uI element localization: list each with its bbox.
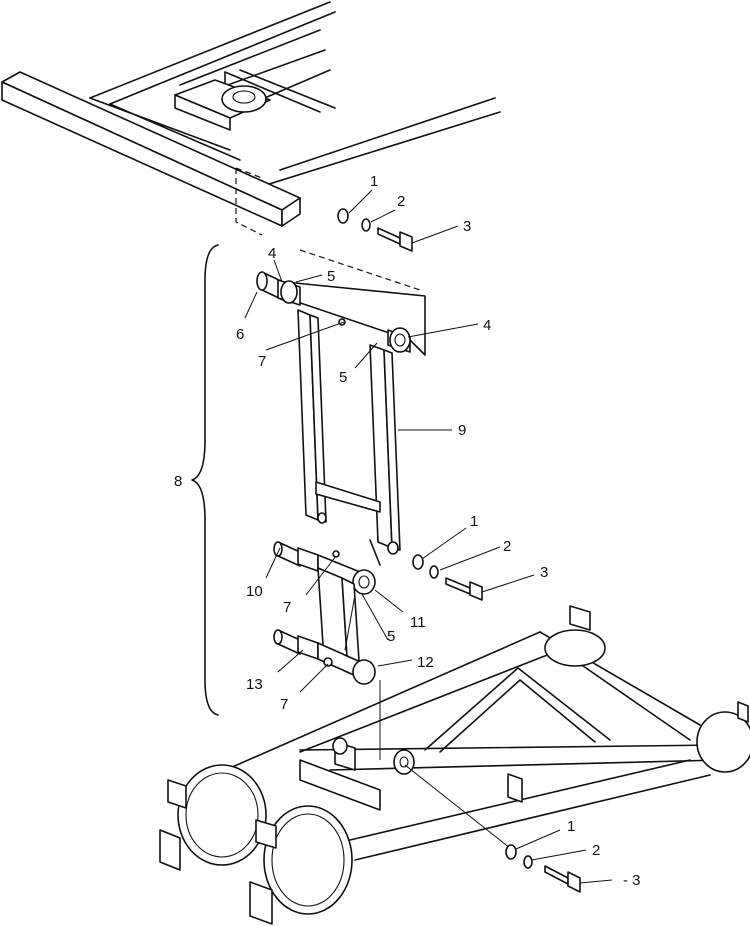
washer-1-lower <box>505 844 517 860</box>
assembly-bracket <box>191 244 219 716</box>
callout-1-lower: 1 <box>567 818 575 835</box>
washer-1-middle <box>412 554 424 570</box>
callout-4-left: 4 <box>268 245 276 262</box>
washer-1-upper <box>337 208 349 224</box>
bolt-3-upper <box>377 227 401 245</box>
callout-7-upper: 7 <box>258 353 266 370</box>
callout-3-lower: - 3 <box>623 872 641 889</box>
callout-6: 6 <box>236 326 244 343</box>
callout-3-middle: 3 <box>540 564 548 581</box>
chassis-frame <box>1 1 501 291</box>
callout-1-middle: 1 <box>470 513 478 530</box>
bolt-3-lower <box>544 865 569 885</box>
callout-5-right: 5 <box>339 369 347 386</box>
leader-lines <box>244 259 479 693</box>
lockwasher-2-middle <box>429 565 439 579</box>
callout-9: 9 <box>458 422 466 439</box>
lockwasher-2-lower <box>523 855 533 869</box>
rear-a-frame <box>159 605 750 925</box>
callout-7-lower: 7 <box>280 696 288 713</box>
lockwasher-2-upper <box>361 218 371 232</box>
callout-10: 10 <box>246 583 263 600</box>
hardware-upper <box>337 189 459 252</box>
upper-arm <box>256 271 426 566</box>
callout-11: 11 <box>410 614 426 631</box>
callout-8: 8 <box>174 473 182 490</box>
callout-5-lower: 5 <box>387 628 395 645</box>
callout-2-upper: 2 <box>397 193 405 210</box>
bolt-3-middle <box>445 577 471 595</box>
callout-2-middle: 2 <box>503 538 511 555</box>
hardware-lower <box>505 829 613 893</box>
callout-3-upper: 3 <box>463 218 471 235</box>
callout-12: 12 <box>417 654 434 671</box>
callout-2-lower: 2 <box>592 842 600 859</box>
callouts: 1 2 3 4 5 6 7 4 5 9 8 1 2 3 10 7 11 5 13… <box>174 173 641 889</box>
callout-4-right: 4 <box>483 317 491 334</box>
callout-13: 13 <box>246 676 263 693</box>
lower-arm <box>273 541 389 760</box>
callout-7-middle: 7 <box>283 599 291 616</box>
callout-5-left: 5 <box>327 268 335 285</box>
hardware-middle <box>412 527 535 601</box>
callout-1-upper: 1 <box>370 173 378 190</box>
